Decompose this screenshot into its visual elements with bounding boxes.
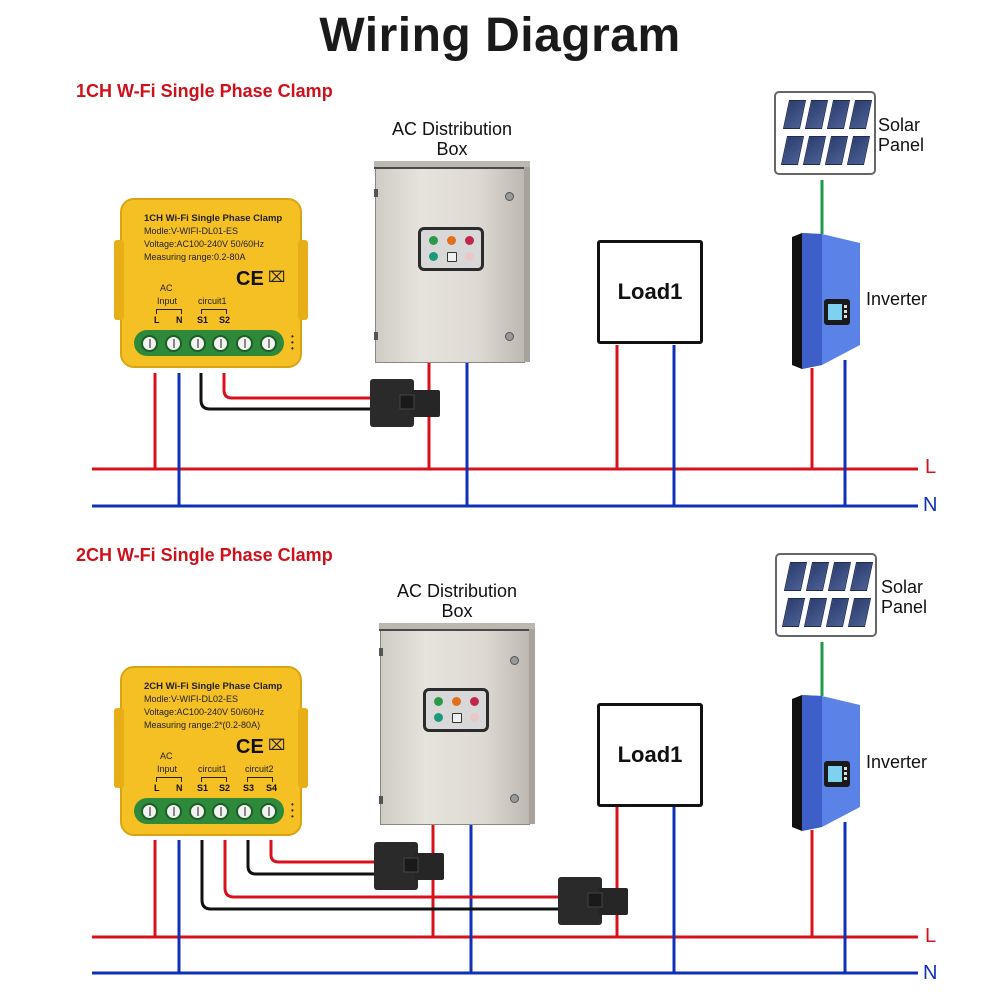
screw-terminal-icon <box>235 334 253 352</box>
device1-s2-wire <box>222 373 372 400</box>
inverter-2 <box>792 695 860 831</box>
solar-panel-1 <box>774 91 876 175</box>
solar2-label: Solar Panel <box>881 577 928 617</box>
screw-terminal-icon <box>259 334 277 352</box>
pin-label: S3 <box>243 783 255 793</box>
screw-terminal-icon <box>235 802 253 820</box>
ct-clamp-1 <box>370 379 440 427</box>
pin-label: L <box>154 783 160 793</box>
section2-heading: 2CH W-Fi Single Phase Clamp <box>76 545 333 565</box>
pin-label: S2 <box>219 315 231 325</box>
pin-label: S4 <box>266 783 278 793</box>
pin-label: N <box>176 315 183 325</box>
page-title: Wiring Diagram <box>319 9 681 62</box>
pin-label: L <box>154 315 160 325</box>
device2-s1-wire <box>200 840 560 911</box>
screw-terminal-icon <box>164 334 182 352</box>
device2-clamp-meter: 2CH Wi-Fi Single Phase Clamp Modle:V-WIF… <box>114 666 308 836</box>
inverter-1 <box>792 233 860 369</box>
ac-distribution-box-1 <box>374 161 530 363</box>
dbox1-label: AC Distribution Box <box>391 119 513 159</box>
solar-panel-2 <box>775 553 877 637</box>
terminal-block <box>134 330 284 356</box>
section1-heading: 1CH W-Fi Single Phase Clamp <box>76 81 333 101</box>
screw-terminal-icon <box>212 334 230 352</box>
screw-terminal-icon <box>141 802 159 820</box>
inverter2-label: Inverter <box>866 752 928 772</box>
device2-s2-wire <box>223 840 560 899</box>
screw-terminal-icon <box>259 802 277 820</box>
device1-circuit1-label: circuit1 <box>198 296 227 306</box>
inverter1-label: Inverter <box>866 289 928 309</box>
device2-voltage: Voltage:AC100-240V 50/60Hz <box>144 707 265 717</box>
control-panel <box>418 227 484 271</box>
terminal-block <box>134 798 284 824</box>
device1-clamp-meter: 1CH Wi-Fi Single Phase Clamp Modle:V-WIF… <box>114 198 308 368</box>
screw-terminal-icon <box>164 802 182 820</box>
device2-model: Modle:V-WIFI-DL02-ES <box>144 694 239 704</box>
load2-box: Load1 <box>597 703 703 807</box>
device1-ac-label: AC <box>160 283 173 293</box>
live-bus-label-2: L <box>925 925 937 947</box>
device2-s4-wire <box>269 840 375 864</box>
device2-ac-label: AC <box>160 751 173 761</box>
pin-label: S2 <box>219 783 231 793</box>
ct-clamp-2a <box>374 842 444 890</box>
neutral-bus-label-1: N <box>923 494 938 516</box>
pin-label: N <box>176 783 183 793</box>
control-panel <box>423 688 489 732</box>
screw-terminal-icon <box>212 802 230 820</box>
ce-mark-icon: CE <box>236 268 264 290</box>
device1-input-label: Input <box>157 296 178 306</box>
device2-name: 2CH Wi-Fi Single Phase Clamp <box>144 681 283 692</box>
device2-circuit1-label: circuit1 <box>198 764 227 774</box>
solar1-label: Solar Panel <box>878 115 925 155</box>
screw-terminal-icon <box>141 334 159 352</box>
device2-s3-wire <box>246 840 375 876</box>
device1-name: 1CH Wi-Fi Single Phase Clamp <box>144 213 283 224</box>
weee-bin-icon: ⌧ <box>268 269 286 286</box>
pin-label: S1 <box>197 783 209 793</box>
live-bus-label-1: L <box>925 456 937 478</box>
ce-mark-icon: CE <box>236 736 264 758</box>
screw-terminal-icon <box>188 334 206 352</box>
pin-label: S1 <box>197 315 209 325</box>
ct-clamp-2b <box>558 877 628 925</box>
ac-distribution-box-2 <box>379 623 535 825</box>
device1-s1-wire <box>199 373 372 411</box>
neutral-bus-label-2: N <box>923 962 938 984</box>
weee-bin-icon: ⌧ <box>268 737 286 754</box>
dbox2-label: AC Distribution Box <box>396 581 518 621</box>
device1-voltage: Voltage:AC100-240V 50/60Hz <box>144 239 265 249</box>
device2-input-label: Input <box>157 764 178 774</box>
device1-model: Modle:V-WIFI-DL01-ES <box>144 226 239 236</box>
device2-circuit2-label: circuit2 <box>245 764 274 774</box>
screw-terminal-icon <box>188 802 206 820</box>
device1-range: Measuring range:0.2-80A <box>144 252 246 262</box>
load1-box: Load1 <box>597 240 703 344</box>
device2-range: Measuring range:2*(0.2-80A) <box>144 720 261 730</box>
